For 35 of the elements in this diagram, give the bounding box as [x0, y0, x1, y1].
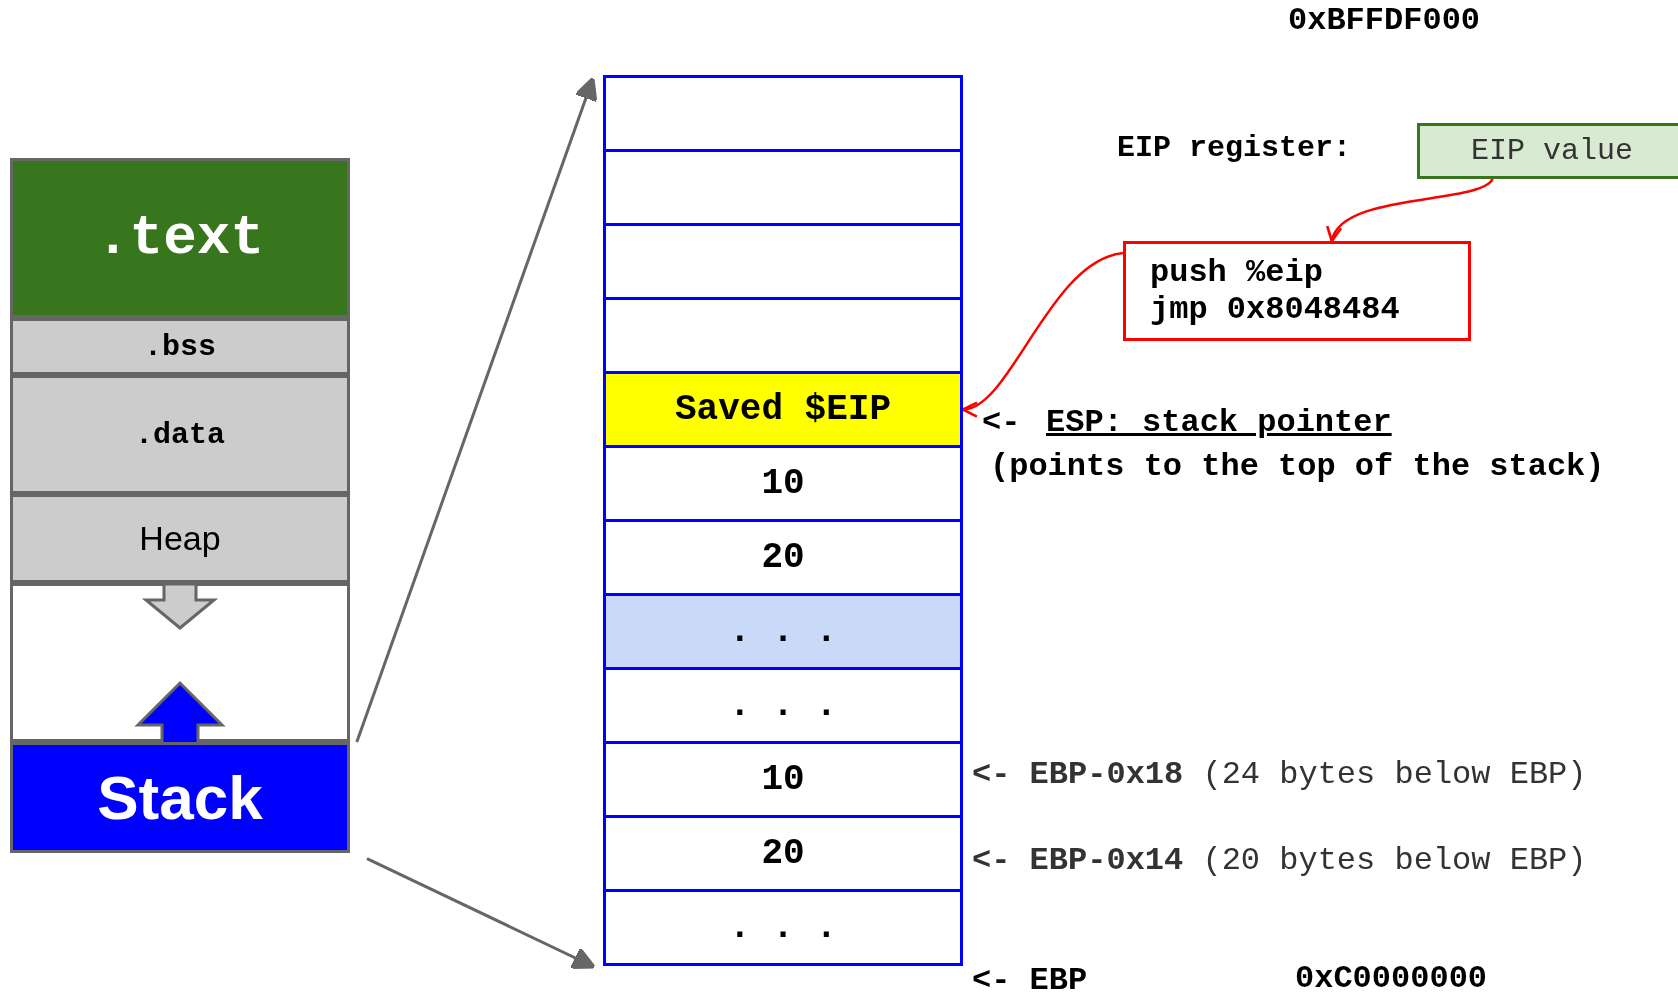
note-text: (points to the top of the stack) — [990, 448, 1605, 485]
arrow — [355, 76, 598, 743]
stack-cell — [603, 149, 963, 226]
stack-cell — [603, 75, 963, 152]
address-label: 0xC0000000 — [1295, 960, 1488, 993]
stack-cell: 20 — [603, 519, 963, 596]
arrow — [1329, 178, 1494, 243]
stack-cell: 10 — [603, 445, 963, 522]
stack-cell: 20 — [603, 815, 963, 892]
stack-cell: . . . — [603, 889, 963, 966]
offset-note: <- EBP-0x14 (20 bytes below EBP) — [972, 842, 1587, 879]
arrow — [366, 857, 596, 969]
register-label: EIP register: — [1117, 131, 1352, 165]
stack-cell: . . . — [603, 667, 963, 744]
section-block: .text — [10, 158, 350, 318]
address-label: 0xBFFDF000 — [1288, 2, 1481, 39]
register-name: ESP: stack pointer — [1046, 404, 1392, 441]
register-box: EIP value — [1417, 123, 1678, 179]
stack-cell: Saved $EIP — [603, 371, 963, 448]
free-memory-block — [10, 583, 350, 742]
instruction-text: jmp 0x8048484 — [1150, 291, 1400, 328]
stack-cell — [603, 223, 963, 300]
stack-cell: 10 — [603, 741, 963, 818]
section-block: .data — [10, 375, 350, 494]
arrow — [961, 251, 1124, 415]
instruction-box — [1123, 241, 1471, 341]
stack-cell: . . . — [603, 593, 963, 670]
section-block: .bss — [10, 318, 350, 375]
offset-note: <- EBP-0x18 (24 bytes below EBP) — [972, 756, 1587, 793]
pointer-arrow-label: <- — [982, 404, 1021, 441]
heap-block: Heap — [10, 494, 350, 583]
stack-cell — [603, 297, 963, 374]
stack-block: Stack — [10, 742, 350, 853]
register-name: <- EBP — [972, 962, 1088, 993]
instruction-text: push %eip — [1150, 254, 1323, 291]
